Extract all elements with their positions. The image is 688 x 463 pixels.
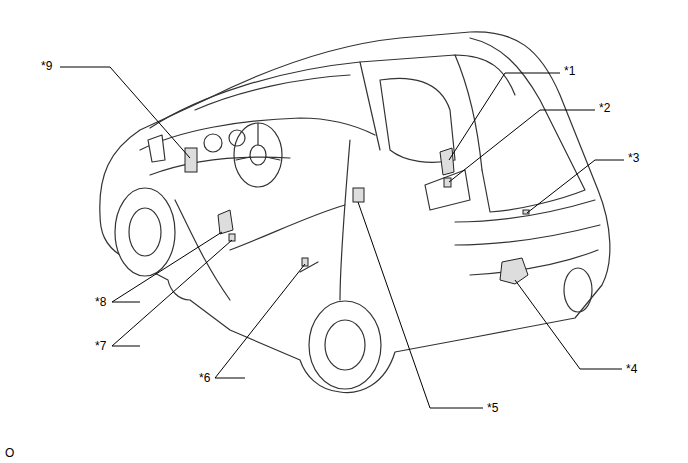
callout-number: *6	[198, 371, 211, 385]
callout-number: *9	[40, 59, 53, 73]
callout-number: *7	[94, 339, 107, 353]
callout-number: *1	[563, 64, 576, 78]
callout-number: *2	[598, 101, 611, 115]
figure-code: O	[4, 446, 15, 460]
callout-number: *5	[486, 401, 499, 415]
callout-number: *8	[94, 295, 107, 309]
callout-number: *4	[625, 362, 638, 376]
callout-number: *3	[627, 151, 640, 165]
